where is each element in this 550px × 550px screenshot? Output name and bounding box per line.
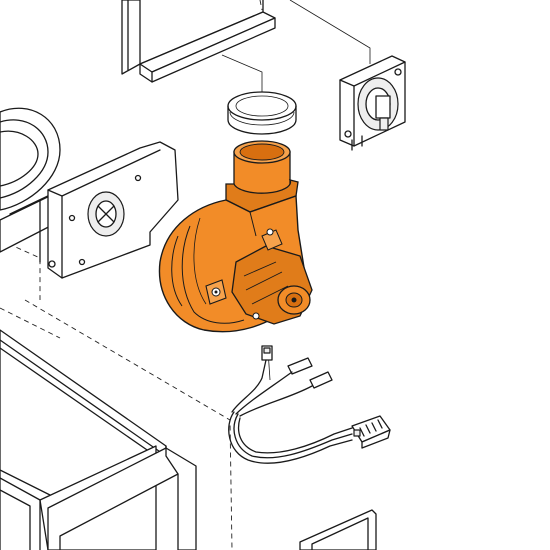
wiring-harness <box>228 345 353 464</box>
pressure-switch <box>339 55 406 151</box>
cabinet-panel-top <box>121 0 276 83</box>
fan-mounting-plate <box>39 141 179 279</box>
outlet-sealing-ring <box>227 91 297 135</box>
cabinet-panel-bottom <box>0 329 197 550</box>
door-frame-lower-right <box>299 509 377 550</box>
harness-connector <box>351 415 391 449</box>
blower-fan-assembly <box>158 140 313 333</box>
